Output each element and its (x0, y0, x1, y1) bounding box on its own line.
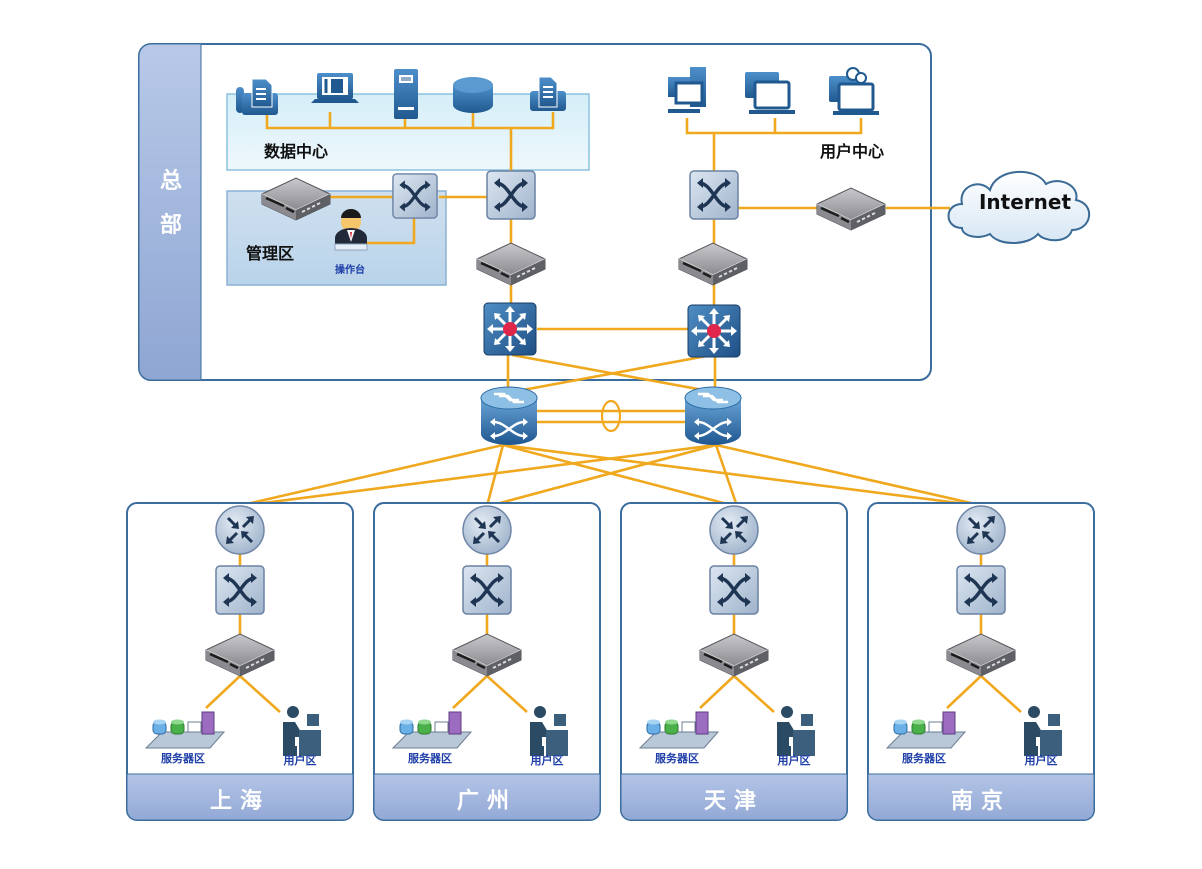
hq-label-char-2: 部 (160, 212, 182, 238)
link-core-left-to-tianjin (502, 443, 736, 508)
link-dc-bus (265, 110, 555, 130)
branch-router-icon (708, 504, 760, 556)
user-center-label: 用户中心 (820, 142, 884, 161)
link-core-right-to-guangzhou (488, 443, 717, 508)
branch-switch-icon (955, 564, 1007, 616)
link-core-left-to-shanghai (237, 443, 504, 508)
branch-switch-icon (461, 564, 513, 616)
branch-name: 南京 (951, 788, 1011, 814)
server-zone-label: 服务器区 (161, 751, 205, 765)
branch-switch-icon (214, 564, 266, 616)
link-core-right-to-nanjing (715, 443, 985, 508)
management-zone-label: 管理区 (246, 244, 294, 263)
branch-name: 上海 (210, 788, 270, 814)
network-links (237, 110, 985, 508)
user-center-switch (688, 169, 740, 221)
branch-footer (126, 773, 354, 821)
branch-switch-icon (708, 564, 760, 616)
ip-phone-laptop-icon (311, 73, 359, 103)
link-aggregation-ring (600, 399, 622, 433)
branch-router-icon (461, 504, 513, 556)
server-zone-label: 服务器区 (902, 751, 946, 765)
user-zone-label: 用户区 (284, 753, 317, 767)
user-zone-label: 用户区 (1025, 753, 1058, 767)
link-core-right-to-shanghai (239, 443, 717, 508)
hq-label-char-1: 总 (160, 168, 182, 194)
workstation-group-icon (668, 67, 706, 113)
branch-links (452, 550, 528, 713)
branch-footer (620, 773, 848, 821)
document-server-icon (530, 76, 566, 111)
branch-links (205, 550, 281, 713)
branch-router-icon (955, 504, 1007, 556)
branch-name: 天津 (704, 788, 764, 814)
branch-links (699, 550, 775, 713)
branch-footer (373, 773, 601, 821)
link-core-left-to-guangzhou (485, 444, 505, 507)
internet-label: Internet (979, 190, 1071, 214)
console-operator-icon (334, 209, 368, 251)
branch-links (946, 550, 1022, 713)
link-core-left-to-nanjing (502, 443, 983, 508)
server-zone-label: 服务器区 (408, 751, 452, 765)
laptop-group-icon (745, 72, 795, 114)
link-console-to-switch (367, 218, 416, 245)
internet-cloud[interactable]: Internet (947, 171, 1091, 244)
core-router-right (683, 385, 743, 447)
branch-router-icon (214, 504, 266, 556)
dc-access-switch (485, 169, 537, 221)
fax-icon (236, 78, 278, 115)
mgmt-switch (391, 172, 439, 220)
left-l3-switch (482, 301, 538, 357)
media-pc-group-icon (829, 67, 879, 115)
data-center-label: 数据中心 (264, 142, 328, 161)
branch-name: 广州 (457, 788, 517, 814)
server-zone-label: 服务器区 (655, 751, 699, 765)
server-tower-icon (394, 69, 418, 119)
database-icon (453, 77, 493, 113)
console-label: 操作台 (335, 263, 365, 276)
link-core-right-to-tianjin (714, 444, 739, 507)
link-l3-right-to-core-left (511, 353, 713, 394)
user-zone-label: 用户区 (778, 753, 811, 767)
right-l3-switch (686, 303, 742, 359)
branch-footer (867, 773, 1095, 821)
core-router-left (479, 385, 539, 447)
user-zone-label: 用户区 (531, 753, 564, 767)
link-uc-bus (685, 118, 863, 135)
